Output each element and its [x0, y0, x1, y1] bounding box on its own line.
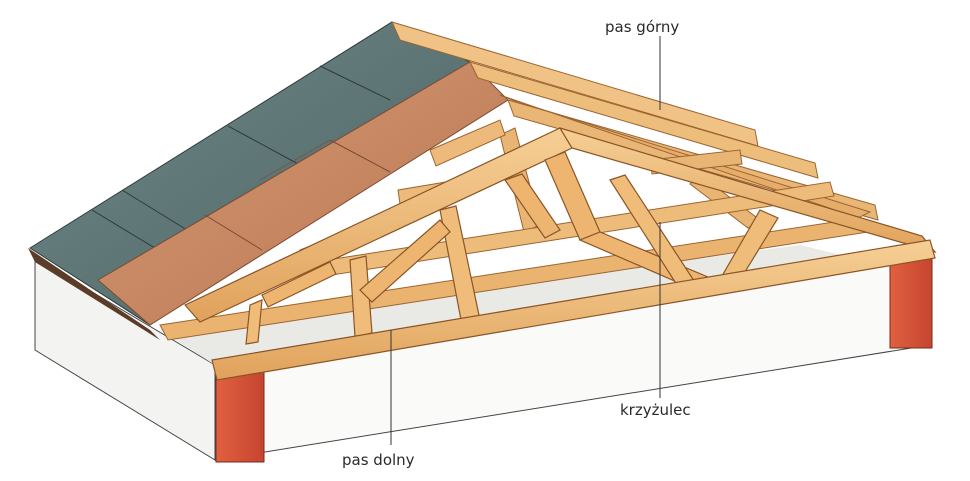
brick-pillar-right — [889, 251, 933, 349]
front-truss — [184, 126, 937, 381]
label-bottom-chord: pas dolny — [342, 451, 415, 469]
roof-underlay — [97, 61, 509, 326]
label-top-chord: pas górny — [605, 18, 680, 36]
leader-lines — [390, 36, 661, 445]
bottom-chord — [211, 239, 936, 381]
brick-pillar-left — [215, 369, 265, 463]
roof-edge — [28, 248, 160, 340]
label-web-member: krzyżulec — [620, 401, 691, 419]
